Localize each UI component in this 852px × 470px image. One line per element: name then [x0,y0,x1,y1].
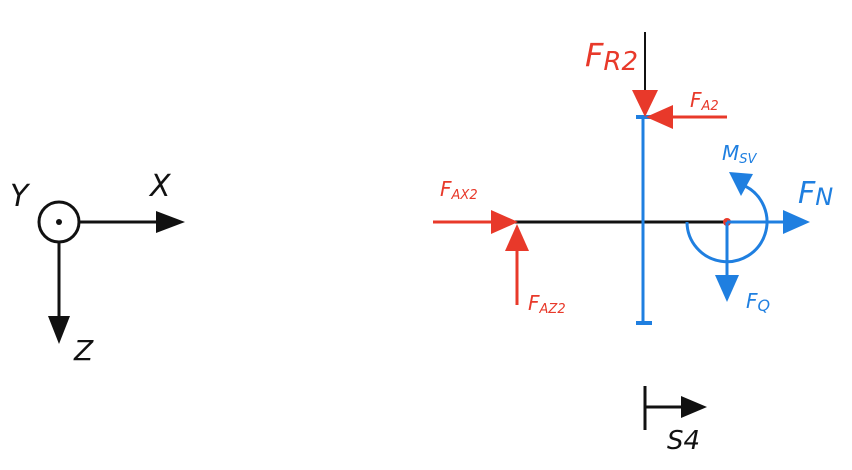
y-axis-dot [56,219,62,225]
label-fn: FN [798,176,833,211]
label-fr2: FR2 [585,36,638,77]
label-fa2: FA2 [690,88,719,114]
force-fq-arrow [715,222,739,302]
label-fq: FQ [746,289,770,315]
axis-label-y: Y [10,179,31,214]
force-fr2-arrow [632,32,658,117]
force-fn-arrow [727,210,810,234]
force-fax2-arrow [433,210,518,234]
section-marker-s4 [643,386,707,430]
force-fa2-arrow [646,105,727,129]
x-axis-arrowhead [156,211,185,233]
label-s4: S4 [667,426,700,456]
label-fax2: FAX2 [440,177,478,203]
coordinate-system: X Y Z [10,169,185,367]
force-faz2-arrow [505,224,529,305]
label-msv: MSV [722,141,758,167]
z-axis-arrowhead [48,316,70,344]
moment-msv-arc [685,172,769,264]
axis-label-z: Z [73,334,94,367]
label-faz2: FAZ2 [528,291,566,317]
axis-label-x: X [148,169,172,204]
